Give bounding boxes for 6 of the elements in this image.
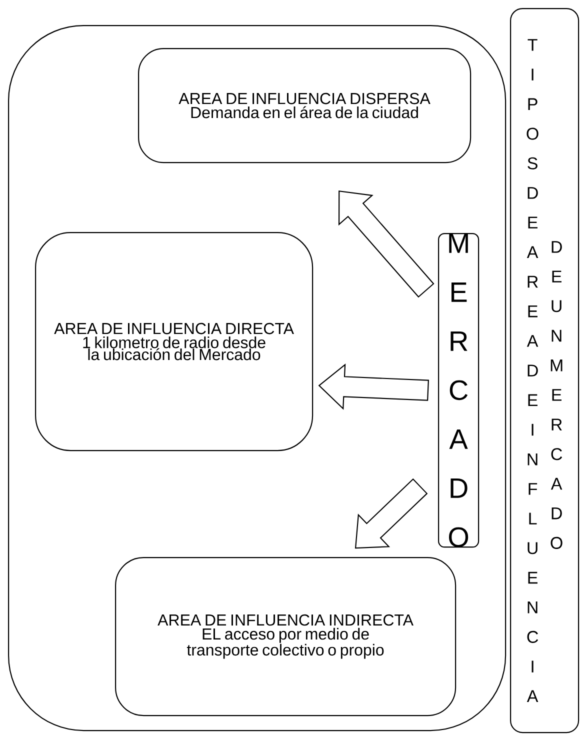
- area-box: AREA DE INFLUENCIA INDIRECTA EL acceso por medio de transporte colectivo o propio: [115, 557, 456, 716]
- area-box: AREA DE INFLUENCIA DIRECTA 1 kilometro de radio desde la ubicación del Mercado: [35, 232, 314, 452]
- frame-box: [8, 25, 506, 732]
- area-box: AREA DE INFLUENCIA DISPERSA Demanda en el área de la ciudad: [138, 48, 472, 164]
- title-box: TIPOS DE AREA DE INFLUENCIA DE UN MERCADO: [510, 8, 580, 734]
- label-box: MERCADO: [438, 233, 480, 548]
